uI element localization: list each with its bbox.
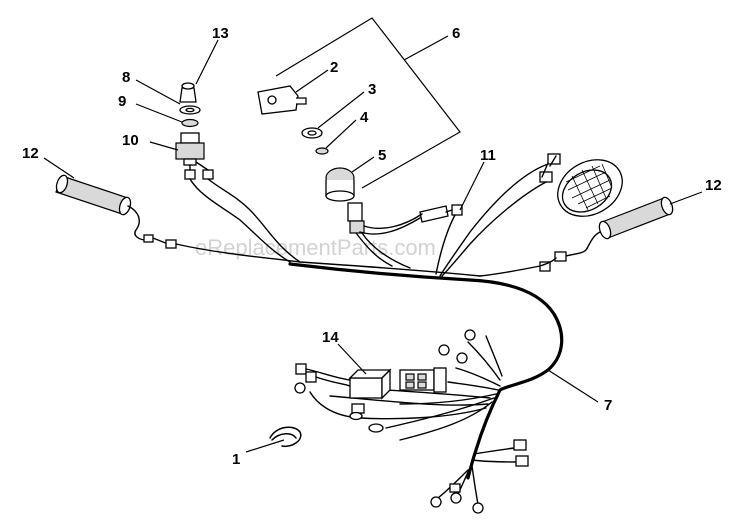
callout-1: 1 (232, 451, 240, 468)
watermark: eReplacementParts.com (195, 235, 436, 260)
callout-7: 7 (604, 397, 612, 414)
main-harness (175, 155, 564, 505)
callout-14: 14 (322, 329, 339, 346)
center-connectors (359, 204, 463, 235)
callout-6: 6 (452, 25, 460, 42)
left-handle-grip (55, 174, 177, 249)
callout-11: 11 (480, 147, 496, 164)
callout-4: 4 (360, 109, 369, 126)
callout-5: 5 (378, 147, 386, 164)
callout-10: 10 (122, 132, 139, 149)
lower-connectors (269, 329, 529, 514)
right-handle-grip (539, 196, 674, 272)
callout-2: 2 (330, 59, 338, 76)
callout-9: 9 (118, 93, 126, 110)
switch-assembly (175, 82, 214, 180)
callout-12-right: 12 (705, 177, 722, 194)
callout-leaders (43, 17, 703, 453)
callout-12-left: 12 (22, 145, 39, 162)
callout-labels: 13 8 9 10 2 3 4 5 6 11 12 12 14 7 1 (22, 25, 722, 468)
callout-13: 13 (212, 25, 229, 42)
ignition-parts (257, 85, 365, 234)
callout-8: 8 (122, 69, 130, 86)
headlight (539, 153, 623, 217)
callout-3: 3 (368, 81, 376, 98)
